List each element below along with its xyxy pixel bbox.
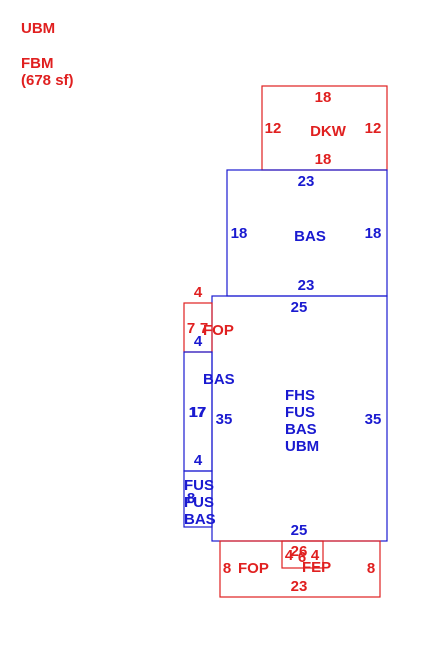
front-porch-code: FOP: [238, 560, 269, 577]
enclosed-porch-outline: [281, 540, 324, 569]
main-base-code-1: FHS: [285, 387, 315, 404]
legend-ubm: UBM: [21, 20, 55, 37]
side-porch-section: 4 7 7 FOP 4: [183, 284, 234, 353]
deck-code: DKW: [310, 123, 347, 140]
enclosed-porch-side-dim: 8: [367, 560, 375, 577]
side-porch-top-dim: 4: [194, 284, 203, 301]
small-wing-code-3: BAS: [184, 511, 216, 528]
upper-base-code: BAS: [294, 228, 326, 245]
upper-base-bottom-dim: 23: [298, 277, 315, 294]
main-base-top-dim: 25: [291, 299, 308, 316]
enclosed-porch-section: 26 4 6 4 FEP 8: [281, 540, 375, 577]
side-base-left-dim: 17: [189, 404, 206, 421]
enclosed-porch-right-dim: 4: [311, 547, 320, 564]
main-base-code-4: UBM: [285, 438, 319, 455]
small-wing-section: FUS 8 FUS BAS: [183, 470, 216, 528]
side-base-bottom-dim: 4: [194, 452, 203, 469]
side-base-code: BAS: [203, 371, 235, 388]
main-base-left-dim: 35: [216, 411, 233, 428]
deck-top-dim: 18: [315, 89, 332, 106]
upper-base-right-dim: 18: [365, 225, 382, 242]
main-base-right-dim: 35: [365, 411, 382, 428]
small-wing-side-dim: 8: [187, 490, 195, 507]
small-wing-outline: [183, 470, 213, 528]
side-porch-left-dim: 7: [187, 320, 195, 337]
side-base-section: BAS 17 17 4: [183, 351, 235, 472]
small-wing-code-1: FUS: [184, 477, 214, 494]
side-porch-right-dim: 7: [200, 320, 208, 337]
upper-base-section: 23 BAS 18 18 23: [226, 169, 388, 297]
main-base-code-2: FUS: [285, 404, 315, 421]
deck-bottom-dim: 18: [315, 151, 332, 168]
upper-base-left-dim: 18: [231, 225, 248, 242]
front-porch-left-dim: 8: [223, 560, 231, 577]
enclosed-porch-left-dim: 4: [285, 547, 294, 564]
deck-left-dim: 12: [265, 120, 282, 137]
side-base-right-dim: 17: [190, 404, 207, 421]
side-porch-code: FOP: [203, 322, 234, 339]
enclosed-porch-top-dim: 26: [291, 543, 308, 560]
enclosed-porch-mid-dim: 6: [298, 549, 306, 566]
legend-fbm: FBM: [21, 55, 54, 72]
small-wing-code-2: FUS: [184, 494, 214, 511]
main-base-bottom-dim: 25: [291, 522, 308, 539]
enclosed-porch-code: FEP: [302, 559, 331, 576]
main-base-code-3: BAS: [285, 421, 317, 438]
main-base-section: 25 FHS FUS BAS UBM 35 35 25: [211, 295, 388, 542]
deck-right-dim: 12: [365, 120, 382, 137]
deck-section: 18 DKW 12 12 18: [261, 85, 388, 171]
upper-base-top-dim: 23: [298, 173, 315, 190]
front-porch-bottom-dim: 23: [291, 578, 308, 595]
side-porch-bottom-dim: 4: [194, 333, 203, 350]
legend-fbm-area: (678 sf): [21, 72, 74, 89]
